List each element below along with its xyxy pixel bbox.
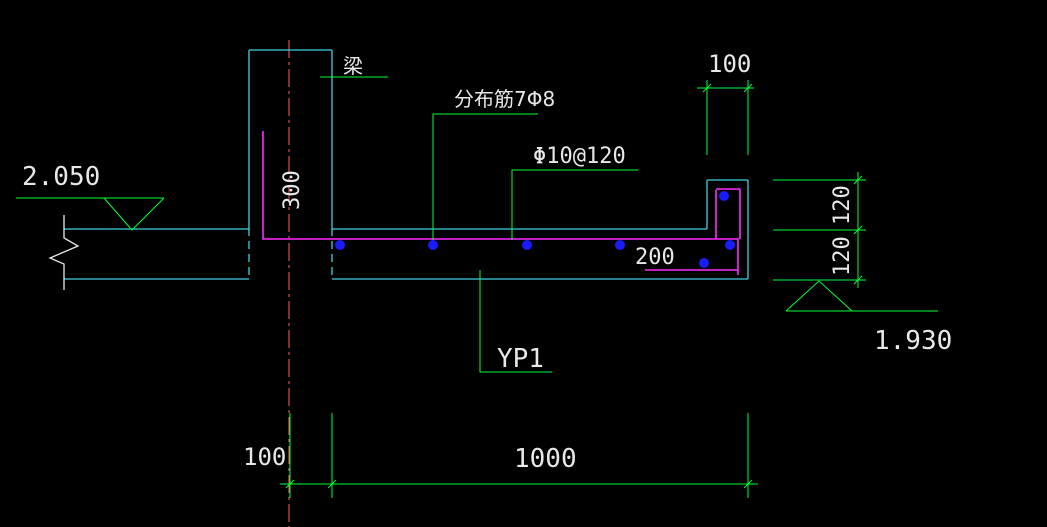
dimension-lines — [16, 76, 938, 498]
elevation-right-label: 1.930 — [874, 326, 952, 356]
rebar-lines — [262, 131, 741, 275]
dim-left-offset-label: 100 — [243, 443, 286, 471]
dim-upturn-width-label: 100 — [708, 50, 751, 78]
elevation-left-label: 2.050 — [22, 162, 100, 192]
distribution-rebar-label: 分布筋7Φ8 — [454, 87, 555, 111]
dim-beam-height-label: 300 — [280, 170, 305, 210]
slab-label: YP1 — [497, 344, 544, 374]
break-symbol — [48, 215, 80, 290]
dim-upper-thickness-label: 120 — [830, 185, 855, 225]
dim-span-label: 1000 — [514, 444, 577, 474]
dim-anchor-length-label: 200 — [635, 245, 675, 270]
dim-lower-thickness-label: 120 — [830, 236, 855, 276]
beam-label: 梁 — [343, 54, 363, 78]
rebar-dots — [335, 191, 735, 268]
concrete-outline — [64, 49, 749, 280]
main-rebar-label: Φ10@120 — [533, 144, 626, 169]
